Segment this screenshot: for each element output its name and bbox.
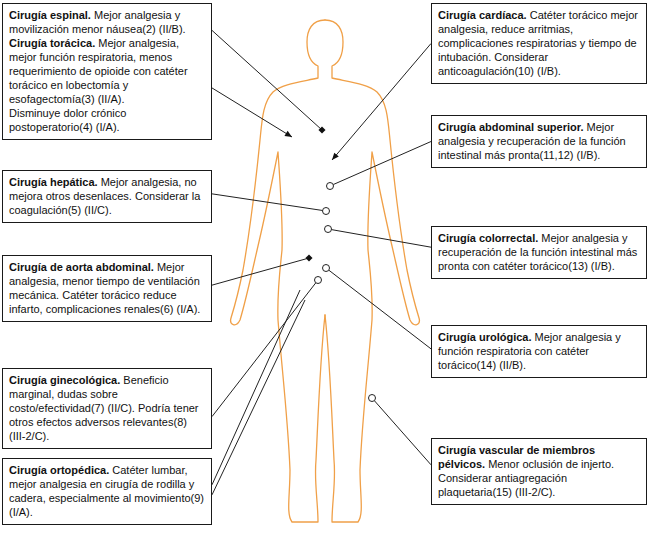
leader-line [212, 290, 300, 485]
callout-box: Cirugía vascular de miembros pélvicos. M… [431, 438, 647, 505]
leader-line [212, 300, 305, 495]
site-marker [327, 183, 334, 190]
callout-paragraph: Cirugía torácica. Mejor analgesia, mejor… [9, 36, 205, 106]
callout-paragraph: Cirugía vascular de miembros pélvicos. M… [438, 443, 640, 499]
surgery-heading: Cirugía ginecológica. [9, 374, 120, 386]
site-marker [318, 126, 325, 133]
site-marker [305, 254, 312, 261]
surgery-heading: Cirugía ortopédica. [9, 464, 109, 476]
callout-box: Cirugía ortopédica. Catéter lumbar, mejo… [2, 458, 212, 525]
leader-line [333, 142, 431, 185]
callout-paragraph: Disminuye dolor crónico postoperatorio(4… [9, 106, 205, 134]
body-outline-right [325, 20, 419, 522]
surgery-heading: Cirugía espinal. [9, 9, 91, 21]
site-marker [315, 277, 322, 284]
callout-box: Cirugía hepática. Mejor analgesia, no me… [2, 170, 212, 223]
callout-box: Cirugía urológica. Mejor analgesia y fun… [431, 325, 647, 378]
surgery-heading: Cirugía torácica. [9, 37, 95, 49]
site-marker [369, 395, 376, 402]
site-marker [325, 226, 332, 233]
surgery-heading: Cirugía colorrectal. [438, 232, 538, 244]
surgery-heading: Cirugía urológica. [438, 331, 532, 343]
callout-paragraph: Cirugía abdominal superior. Mejor analge… [438, 120, 640, 162]
surgery-heading: Cirugía hepática. [9, 176, 98, 188]
leader-line [332, 44, 431, 161]
surgery-heading: Cirugía de aorta abdominal. [9, 261, 154, 273]
leader-line [212, 30, 322, 130]
callout-paragraph: Cirugía ginecológica. Beneficio marginal… [9, 373, 205, 443]
callout-paragraph: Cirugía colorrectal. Mejor analgesia y r… [438, 231, 640, 273]
callout-box: Cirugía ginecológica. Beneficio marginal… [2, 368, 212, 449]
callout-box: Cirugía abdominal superior. Mejor analge… [431, 115, 647, 168]
arrow-head [284, 131, 292, 137]
leader-line [212, 283, 316, 417]
callout-box: Cirugía de aorta abdominal. Mejor analge… [2, 255, 212, 322]
callout-paragraph: Cirugía de aorta abdominal. Mejor analge… [9, 260, 205, 316]
callout-paragraph: Cirugía urológica. Mejor analgesia y fun… [438, 330, 640, 372]
leader-line [212, 258, 309, 285]
leader-line [212, 194, 323, 211]
callout-paragraph: Cirugía cardíaca. Catéter torácico mejor… [438, 8, 640, 78]
callout-box: Cirugía espinal. Mejor analgesia y movil… [2, 3, 212, 140]
callout-box: Cirugía colorrectal. Mejor analgesia y r… [431, 226, 647, 279]
callout-paragraph: Cirugía ortopédica. Catéter lumbar, mejo… [9, 463, 205, 519]
callout-paragraph: Cirugía espinal. Mejor analgesia y movil… [9, 8, 205, 36]
leader-line [329, 270, 431, 349]
callout-paragraph: Cirugía hepática. Mejor analgesia, no me… [9, 175, 205, 217]
callout-box: Cirugía cardíaca. Catéter torácico mejor… [431, 3, 647, 84]
surgery-heading: Cirugía abdominal superior. [438, 121, 583, 133]
leader-line [212, 88, 292, 137]
surgery-note: Disminuye dolor crónico postoperatorio(4… [9, 107, 126, 133]
site-marker [323, 208, 330, 215]
body-outline-left [231, 20, 325, 522]
arrow-head [332, 153, 339, 160]
leader-line [331, 230, 431, 248]
site-marker [323, 265, 330, 272]
surgery-heading: Cirugía cardíaca. [438, 9, 527, 21]
leader-line [374, 401, 431, 465]
